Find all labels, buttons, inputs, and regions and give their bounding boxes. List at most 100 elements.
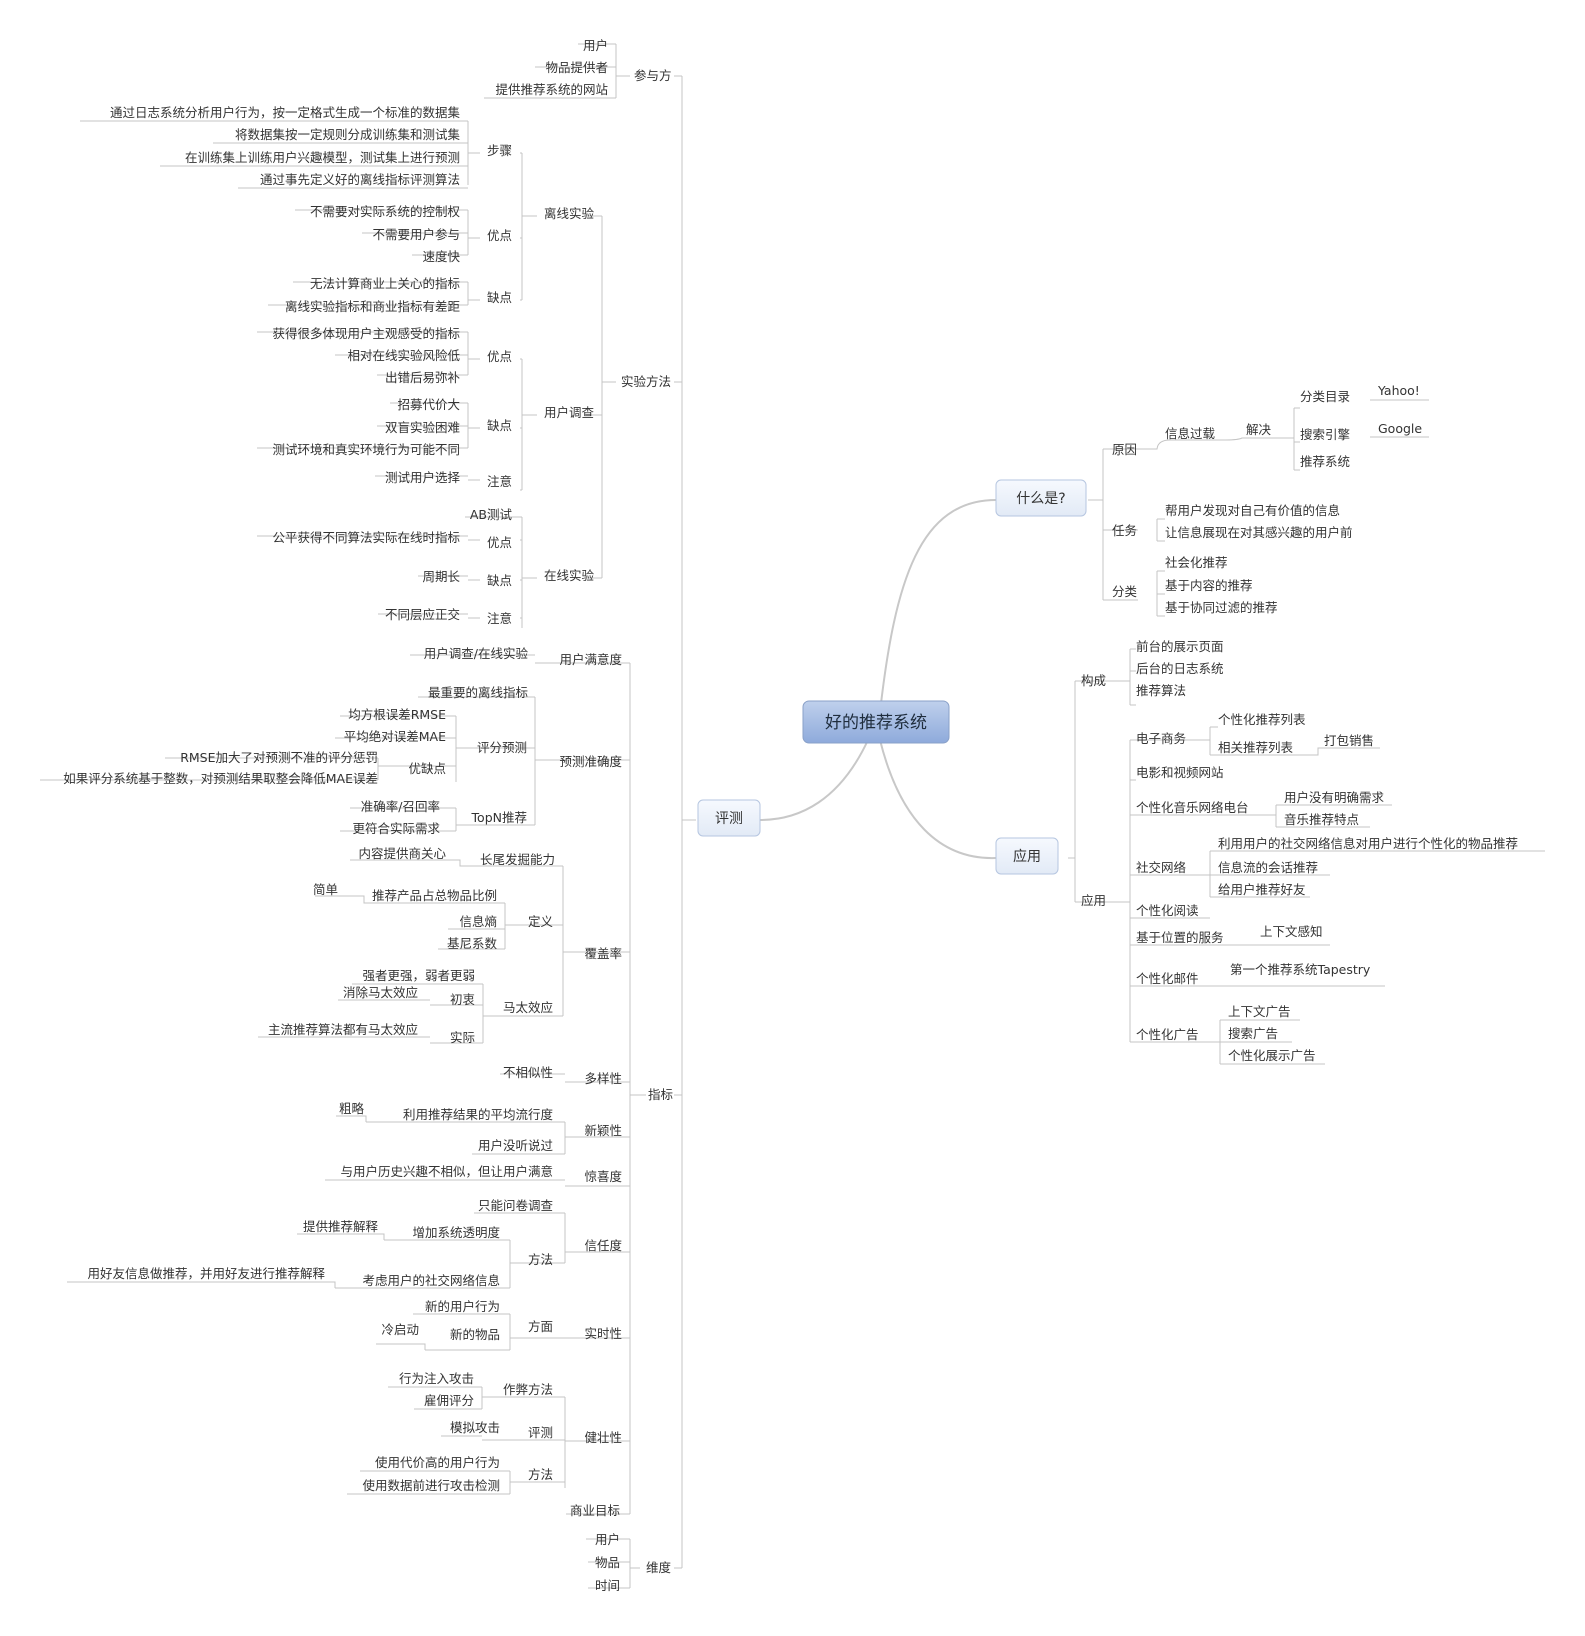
category-label: 分类 [1112,584,1138,599]
costly-label: 使用代价高的用户行为 [375,1455,500,1470]
survey-cons-label: 缺点 [487,418,512,433]
offline-step: 将数据集按一定规则分成训练集和测试集 [235,127,461,142]
coverage-label: 覆盖率 [584,946,622,961]
gini-label: 基尼系数 [447,936,498,951]
category-item: 基于协同过滤的推荐 [1165,600,1278,615]
survey-pro: 相对在线实验风险低 [347,348,460,363]
remove-label: 消除马太效应 [343,985,418,1000]
task-label: 任务 [1112,523,1137,538]
online-note-label: 注意 [487,611,512,626]
realtime-label: 实时性 [584,1326,622,1341]
new-items-label: 新的物品 [450,1327,500,1342]
reading-label: 个性化阅读 [1136,903,1199,918]
online-pro: 公平获得不同算法实际在线时指标 [272,530,460,545]
personal-list-label: 个性化推荐列表 [1218,712,1306,727]
ads-label: 个性化广告 [1136,1027,1199,1042]
trust-method-label: 方法 [528,1252,553,1267]
satisfaction-item: 用户调查/在线实验 [424,646,529,661]
root-connectors [759,499,997,860]
survey-pro: 获得很多体现用户主观感受的指标 [272,326,460,341]
accuracy-pros-label: 优缺点 [408,761,446,776]
online-note: 不同层应正交 [385,607,460,622]
solve-label: 解决 [1246,422,1272,437]
aspect-label: 方面 [528,1319,553,1334]
unheard-label: 用户没听说过 [478,1138,554,1153]
catalog-label: 分类目录 [1300,389,1350,404]
survey-only-label: 只能问卷调查 [478,1198,554,1213]
offline-pro: 速度快 [422,249,460,264]
info-overload-label: 信息过载 [1165,426,1216,441]
dimension-label: 维度 [646,1560,672,1575]
diversity-item: 不相似性 [503,1065,553,1080]
trust-label: 信任度 [584,1238,622,1253]
rating-label: 评分预测 [477,740,527,755]
definition-label: 定义 [528,914,554,929]
matthew-label: 马太效应 [503,1000,553,1015]
topic-what-is[interactable]: 什么是? [995,479,1087,517]
branch-lines [40,43,1545,1589]
no-clear-need-label: 用户没有明确需求 [1284,790,1385,805]
topic-evaluation-label: 评测 [715,811,743,827]
survey-pro: 出错后易弥补 [385,370,461,385]
offline-step: 通过日志系统分析用户行为，按一定格式生成一个标准的数据集 [110,105,461,120]
methods-label: 实验方法 [621,374,671,389]
survey-con: 测试环境和真实环境行为可能不同 [272,442,460,457]
online-cons-label: 缺点 [487,573,512,588]
robust-eval-label: 评测 [528,1425,553,1440]
participant-item: 提供推荐系统的网站 [495,82,608,97]
what-is-branch: 原因 信息过载 解决 分类目录 Yahoo! 搜索引擎 Google 推荐系统 … [1112,383,1422,615]
email-label: 个性化邮件 [1136,971,1199,986]
recsys-label: 推荐系统 [1300,454,1350,469]
music-radio-label: 个性化音乐网络电台 [1136,800,1249,815]
rmse-label: 均方根误差RMSE [348,707,446,722]
entropy-label: 信息熵 [459,914,497,929]
stronger-label: 强者更强，弱者更弱 [362,968,475,983]
survey-note-label: 注意 [487,474,512,489]
offline-step: 在训练集上训练用户兴趣模型，测试集上进行预测 [185,150,460,165]
application-branch: 构成 前台的展示页面 后台的日志系统 推荐算法 应用 电子商务 个性化推荐列表 … [1081,639,1518,1063]
online-con: 周期长 [422,569,460,584]
composition-item: 后台的日志系统 [1136,661,1224,676]
longtail-label: 长尾发掘能力 [480,852,555,867]
content-provider-label: 内容提供商关心 [358,846,446,861]
related-list-label: 相关推荐列表 [1218,740,1294,755]
business-label: 商业目标 [570,1503,620,1518]
hire-label: 雇佣评分 [424,1393,474,1408]
avg-pop-label: 利用推荐结果的平均流行度 [403,1107,554,1122]
survey-note: 测试用户选择 [385,470,461,485]
composition-item: 前台的展示页面 [1136,639,1224,654]
google-label: Google [1378,421,1422,436]
simulate-label: 模拟攻击 [450,1420,500,1435]
participant-item: 用户 [583,38,608,53]
dimension-item: 用户 [595,1532,620,1547]
online-label: 在线实验 [544,568,595,583]
accuracy-pro: 如果评分系统基于整数，对预测结果取整会降低MAE误差 [63,771,378,786]
social-item: 信息流的会话推荐 [1218,860,1318,875]
cold-start-label: 冷启动 [381,1322,419,1337]
survey-con: 招募代价大 [397,397,460,412]
inject-label: 行为注入攻击 [399,1371,474,1386]
topic-application[interactable]: 应用 [995,837,1059,875]
composition-label: 构成 [1081,673,1106,688]
survey-label: 用户调查 [544,405,595,420]
root-label: 好的推荐系统 [825,713,927,733]
serendipity-item: 与用户历史兴趣不相似，但让用户满意 [340,1164,553,1179]
dimension-item: 时间 [595,1578,620,1593]
mainstream-label: 主流推荐算法都有马太效应 [268,1022,418,1037]
mae-label: 平均绝对误差MAE [344,729,446,744]
offline-cons-label: 缺点 [487,290,512,305]
offline-steps-label: 步骤 [487,143,512,158]
simple-label: 简单 [313,882,338,897]
accuracy-label: 预测准确度 [559,754,622,769]
intent-label: 初衷 [450,992,475,1007]
explain-label: 提供推荐解释 [303,1219,379,1234]
reason-label: 原因 [1112,442,1137,457]
task-item: 帮用户发现对自己有价值的信息 [1165,503,1340,518]
movie-sites-label: 电影和视频网站 [1136,765,1224,780]
survey-pros-label: 优点 [487,349,512,364]
novelty-label: 新颖性 [584,1123,622,1138]
root-node[interactable]: 好的推荐系统 [802,700,950,744]
satisfaction-label: 用户满意度 [559,652,622,667]
topic-evaluation[interactable]: 评测 [697,799,761,837]
